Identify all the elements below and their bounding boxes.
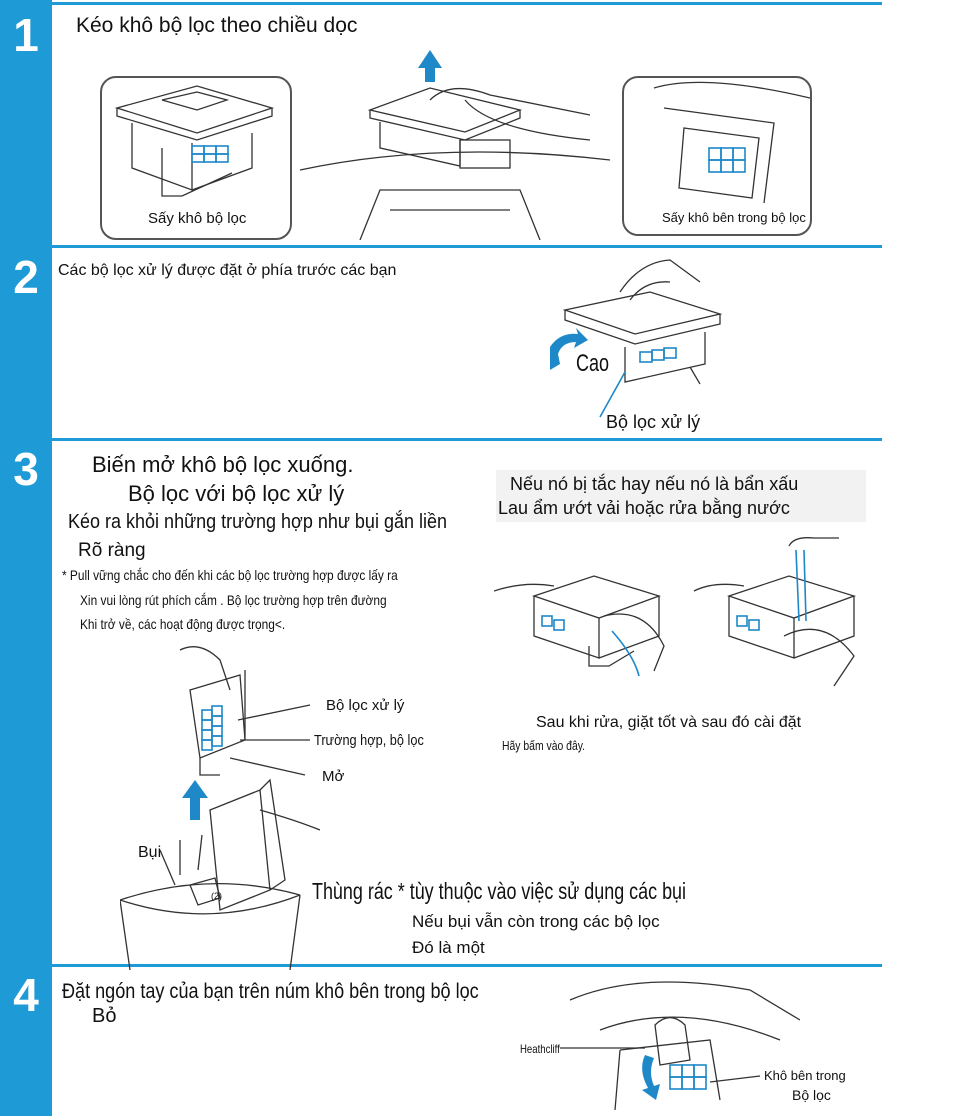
step-number-3: 3 <box>13 443 39 495</box>
step-number-2: 2 <box>13 251 39 303</box>
divider-top <box>52 2 882 5</box>
step1-title: Kéo khô bộ lọc theo chiều dọc <box>76 14 358 37</box>
step3-bin-line: Thùng rác * tùy thuộc vào việc sử dụng c… <box>312 878 687 904</box>
step1-left-illustration <box>114 85 275 197</box>
step2-label-tab: Cao <box>576 350 610 377</box>
step1-label-right: Sấy khô bên trong bộ lọc <box>662 210 806 225</box>
step3-callout-open: Mở <box>322 768 345 785</box>
step-number-1: 1 <box>13 9 39 61</box>
step3-box-line1: Nếu nó bị tắc hay nếu nó là bẩn xấu <box>510 474 799 494</box>
step2-title: Các bộ lọc xử lý được đặt ở phía trước c… <box>58 262 397 279</box>
divider-1-2 <box>52 245 882 248</box>
step3-line3: Kéo ra khỏi những trường hợp như bụi gắn… <box>68 511 447 533</box>
step1-right-frame: Sấy khô bên trong bộ lọc <box>622 76 812 236</box>
step4-line2: Bỏ <box>92 1005 117 1027</box>
step-number-4: 4 <box>13 969 39 1021</box>
step3-bin-sub1: Nếu bụi vẫn còn trong các bộ lọc <box>412 912 660 931</box>
step3-box-line2: Lau ẩm ướt vải hoặc rửa bằng nước <box>498 498 790 518</box>
step1-label-left: Sấy khô bộ lọc <box>148 210 247 227</box>
step3-line4: Rõ ràng <box>78 540 146 561</box>
step4-label-knob: Heathcliff <box>520 1042 560 1056</box>
step3-info-box <box>496 470 866 522</box>
step1-main-illustration <box>299 50 611 240</box>
step3-callout-case: Trường hợp, bộ lọc <box>314 732 424 749</box>
step3-line1: Biến mở khô bộ lọc xuống. <box>92 452 354 477</box>
step-sidebar <box>0 0 52 1116</box>
step3-callout-filter: Bộ lọc xử lý <box>326 697 405 714</box>
step4-line1: Đặt ngón tay của bạn trên núm khô bên tr… <box>62 980 479 1003</box>
step3-bin-sub2: Đó là một <box>412 938 485 957</box>
step3-note3: Khi trở về, các hoạt động được trọng<. <box>80 616 286 632</box>
step2-label-filter: Bộ lọc xử lý <box>606 412 701 432</box>
step3-mark-2: (2) <box>211 891 222 901</box>
step4-illustration <box>560 981 800 1111</box>
step3-wash-illustration <box>494 537 857 687</box>
step1-left-frame: Sấy khô bộ lọc <box>100 76 292 240</box>
divider-3-4 <box>52 964 882 967</box>
step3-line2: Bộ lọc với bộ lọc xử lý <box>128 481 345 506</box>
step3-click-here-link[interactable]: Hãy bấm vào đây. <box>502 738 586 753</box>
step3-note1: * Pull vững chắc cho đến khi các bộ lọc … <box>62 567 398 583</box>
step3-note2: Xin vui lòng rút phích cắm . Bộ lọc trườ… <box>80 592 387 608</box>
step1-right-illustration <box>653 81 811 204</box>
step2-illustration <box>550 259 723 418</box>
divider-2-3 <box>52 438 882 441</box>
step3-dust-label: Bụi <box>138 844 162 861</box>
step3-after-wash: Sau khi rửa, giặt tốt và sau đó cài đặt <box>536 714 802 731</box>
step3-bin-illustration <box>120 646 320 970</box>
step4-label-inside1: Khô bên trong <box>764 1068 846 1083</box>
step4-label-inside2: Bộ lọc <box>792 1087 831 1103</box>
